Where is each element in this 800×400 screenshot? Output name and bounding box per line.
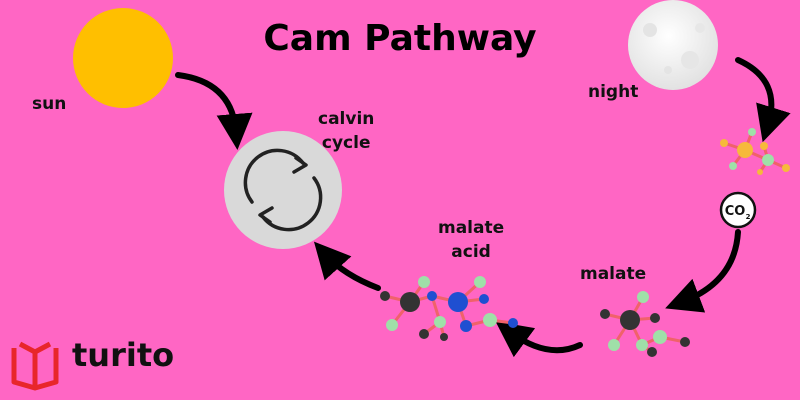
arrow-co2-to-malate: [665, 229, 741, 313]
co2-text: CO: [725, 204, 746, 219]
label-malate-acid: malate acid: [438, 216, 504, 264]
turito-logo-icon: [11, 341, 59, 391]
arrow-malate-acid-to-cycle: [313, 241, 381, 291]
label-night: night: [588, 82, 639, 102]
co2-subscript: 2: [746, 213, 751, 221]
label-calvin-cycle: calvin cycle: [318, 107, 374, 155]
sun-icon: [73, 8, 173, 108]
label-malate-acid-line1: malate: [438, 218, 505, 238]
label-sun: sun: [32, 94, 67, 114]
label-malate: malate: [580, 264, 647, 284]
molecule-malate: [600, 291, 690, 357]
co2-badge: CO 2: [719, 191, 757, 229]
arrow-sun-to-cycle: [175, 72, 253, 150]
arrow-night-to-molecule: [735, 57, 791, 143]
molecule-orange: [720, 128, 790, 175]
calvin-cycle-icon: [224, 131, 342, 249]
label-malate-acid-line2: acid: [451, 242, 491, 262]
arrow-malate-to-malate-acid: [495, 321, 583, 358]
label-calvin-line2: cycle: [321, 133, 371, 153]
molecule-malate-acid: [380, 276, 518, 341]
page-title: Cam Pathway: [263, 18, 537, 59]
label-calvin-line1: calvin: [318, 109, 375, 129]
moon-icon: [628, 0, 718, 90]
turito-logo-text: turito: [72, 336, 175, 374]
